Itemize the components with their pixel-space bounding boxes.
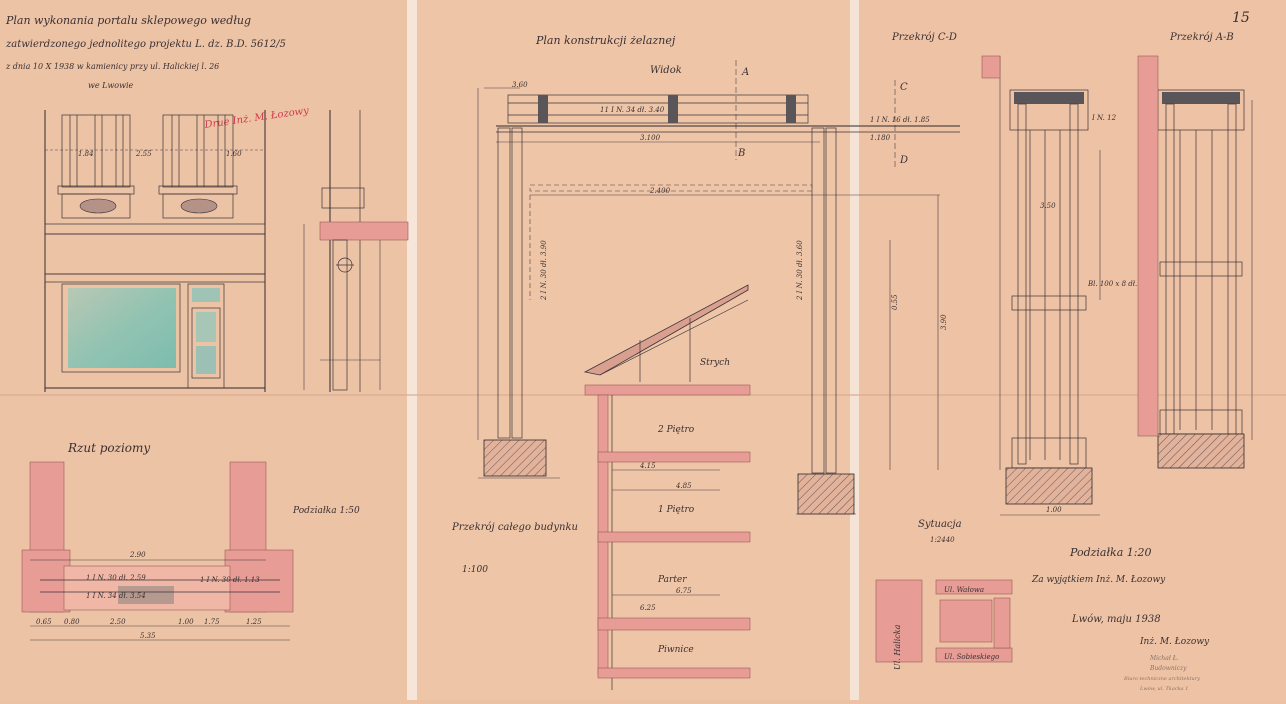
sheet-number: 15 [1232, 10, 1250, 26]
signature: Inż. M. Łozowy [1139, 637, 1210, 647]
author-note: Za wyjątkiem Inż. M. Łozowy [1031, 575, 1166, 585]
plan-dim-3: 1.00 [178, 618, 194, 626]
beam2-label: 1 I N. 16 dł. 1.85 [870, 116, 930, 124]
site-title: Sytuacja [918, 519, 962, 530]
street-walowa: Ul. Wałowa [944, 586, 984, 594]
portal-side-section [303, 110, 409, 392]
beam-label: 11 I N. 34 dł. 3.40 [600, 106, 665, 114]
steel-label-3: 3.50 [1040, 202, 1056, 210]
elev-dim-1: 1.84 [78, 150, 94, 158]
plan-dim-8: 5.35 [140, 632, 156, 640]
place-date: Lwów, maju 1938 [1071, 614, 1161, 625]
shop-window-glass [68, 288, 176, 368]
panel1-title-4: we Lwowie [88, 81, 134, 90]
stamp-line-2: Budowniczy [1149, 665, 1187, 672]
floor-dim-3: 6.75 [676, 587, 692, 595]
floor-1: 1 Piętro [658, 505, 695, 515]
steel-view: Plan konstrukcji żelaznej Widok A B C D … [477, 34, 960, 515]
floor-2: 2 Piętro [657, 425, 695, 435]
floor-strych: Strych [700, 358, 730, 368]
plan-dim-6: 0.80 [64, 618, 80, 626]
plan-label-3: 1 I N. 34 dł. 3.54 [86, 592, 146, 600]
title-ab: Przekrój A-B [1169, 32, 1234, 43]
floor-dim-1: 4.15 [639, 462, 656, 470]
column-label-2: 2 I N. 30 dł. 3.60 [796, 240, 804, 301]
stamp: Michał Ł. Budowniczy Biuro techniczne ar… [1123, 655, 1200, 692]
steel-label-2: I N. 12 [1091, 114, 1117, 122]
steel-label-4: 1.00 [1046, 506, 1062, 514]
paper-panel-right [856, 0, 1286, 700]
street-sobieskiego: Ul. Sobieskiego [944, 653, 999, 661]
elev-dim-2: 2.55 [135, 150, 152, 158]
stamp-line-3: Biuro techniczne architektury [1123, 676, 1200, 682]
view-dim-1: 3.60 [512, 81, 528, 89]
plan-dim-1: 2.90 [129, 551, 146, 559]
view-dim-3: 1.180 [870, 134, 891, 142]
site-scale: 1:2440 [930, 536, 955, 544]
fold-line-1 [407, 0, 417, 700]
mark-c: C [900, 82, 908, 93]
floor-plan: Rzut poziomy Podziałka 1:50 1 I N. 30 dł… [21, 441, 360, 641]
floor-dim-4: 6.25 [640, 604, 656, 612]
scale-label: Podziałka 1:50 [292, 506, 360, 516]
mark-b: B [737, 148, 745, 159]
plan-dim-4: 1.75 [204, 618, 220, 626]
steel-label-1: Bl. 100 x 8 dł. 0.80 [1087, 280, 1156, 288]
floor-parter: Parter [657, 575, 687, 585]
stamp-line-1: Michał Ł. [1149, 655, 1179, 662]
plan-label-1: 1 I N. 30 dł. 2.59 [86, 574, 146, 582]
street-halicka: Ul. Halicka [893, 624, 902, 670]
facade-elevation: 1.84 2.55 1.60 [44, 110, 266, 392]
panel1-title-1: Plan wykonania portalu sklepowego według [5, 14, 251, 27]
view-title: Widok [650, 65, 682, 76]
plan-dim-2: 2.50 [109, 618, 126, 626]
mark-d: D [899, 155, 908, 166]
site-plan: Sytuacja 1:2440 Ul. Halicka Ul. Wałowa U… [875, 519, 1013, 670]
view-dim-6: 3.90 [940, 314, 948, 330]
floor-dim-2: 4.85 [675, 482, 692, 490]
plan-title: Rzut poziomy [67, 441, 150, 455]
panel2-title: Plan konstrukcji żelaznej [535, 34, 676, 47]
view-dim-2: 3.100 [640, 134, 661, 142]
floor-piwnice: Piwnice [657, 645, 694, 655]
building-section: Strych 2 Piętro 1 Piętro Parter Piwnice … [451, 284, 751, 690]
scale-note: Podziałka 1:20 [1069, 546, 1151, 559]
plan-dim-5: 0.65 [36, 618, 52, 626]
panel1-title-2: zatwierdzonego jednolitego projektu L. d… [5, 39, 286, 50]
plan-label-2: 1 I N. 30 dł. 1.13 [200, 576, 260, 584]
section-title: Przekrój całego budynku [451, 522, 578, 533]
elev-dim-3: 1.60 [226, 150, 242, 158]
stamp-line-4: Lwów, ul. Tkacka 1 [1139, 685, 1188, 692]
title-cd: Przekrój C-D [891, 32, 957, 43]
plan-dim-7: 1.25 [246, 618, 262, 626]
view-dim-5: 0.55 [891, 294, 899, 310]
mark-a: A [741, 67, 749, 78]
panel1-title-3: z dnia 10 X 1938 w kamienicy przy ul. Ha… [5, 62, 219, 71]
column-label-1: 2 I N. 30 dł. 3.90 [540, 240, 548, 301]
view-dim-4: 2.400 [649, 187, 671, 195]
sections-cd-ab: Przekrój C-D Przekrój A-B 15 I N. 12 Bl.… [891, 10, 1253, 516]
fold-line-2 [850, 0, 859, 700]
section-scale: 1:100 [462, 565, 488, 575]
title-block: Podziałka 1:20 Za wyjątkiem Inż. M. Łozo… [1031, 546, 1210, 692]
